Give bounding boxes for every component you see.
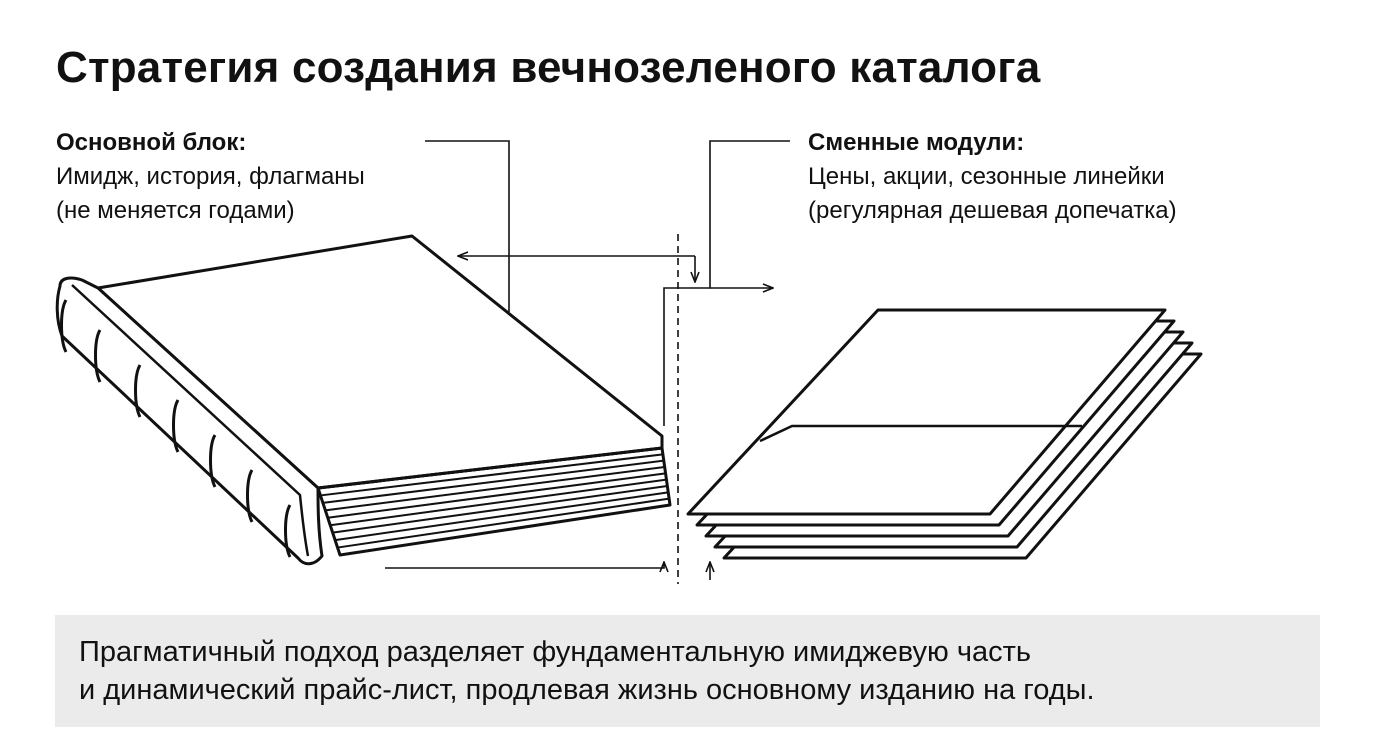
book-spine-rib [94,329,102,383]
caption-box: Прагматичный подход разделяет фундамента… [55,615,1320,727]
book-spine-rib [284,504,292,558]
book-spine-rib [60,299,68,353]
book-page-edge-line [322,459,664,504]
core-block-line-1: Имидж, история, флагманы [56,163,365,190]
book-page-edge-line [332,485,668,534]
book-page-edge-line [327,472,666,519]
book-page-edge-line [330,478,667,527]
book-spine-rib [134,364,142,418]
modules-heading: Сменные модули: [808,129,1025,156]
book-page-lines [320,453,670,549]
modules-line-2: (регулярная дешевая допечатка) [808,197,1177,224]
modules-line-1: Цены, акции, сезонные линейки [808,163,1165,190]
book-spine-ribs [60,299,292,558]
core-block-line-2: (не меняется годами) [56,197,295,224]
book-spine-rib [246,469,254,523]
sheet-fold-line [759,424,1082,443]
loose-sheet [686,308,1167,516]
core-block-label: Основной блок: Имидж, история, флагманы … [56,126,365,228]
loose-sheets-icon [686,308,1203,560]
book-spine-rib [209,434,217,488]
book-page-edge-line [334,491,669,542]
book-page-edge-line [320,453,664,497]
book-page-edge-line [325,466,665,512]
modules-label: Сменные модули: Цены, акции, сезонные ли… [808,126,1177,228]
book-icon [55,234,672,566]
arrow-bottom-left-icon [385,562,664,568]
book-spine-rib [172,399,180,453]
connector-lines [385,140,790,584]
modules-leader-line [663,140,790,426]
caption-line-1: Прагматичный подход разделяет фундамента… [79,636,1031,668]
book-page-edge-line [337,497,670,549]
core-block-heading: Основной блок: [56,129,247,156]
page-title: Стратегия создания вечнозеленого каталог… [56,43,1041,92]
caption-line-2: и динамический прайс-лист, продлевая жиз… [79,674,1095,706]
core-block-leader-line [425,140,510,312]
